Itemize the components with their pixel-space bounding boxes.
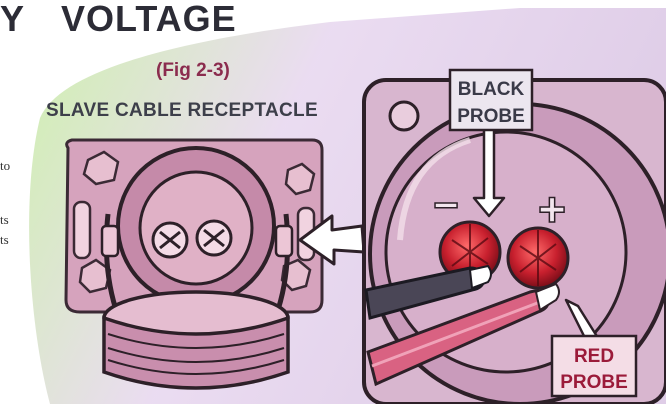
figure-reference: (Fig 2-3) [156,60,230,81]
black-probe-label-line2: PROBE [457,106,525,127]
black-probe-callout: BLACK PROBE [448,68,534,218]
red-probe-label-line1: RED [574,346,614,367]
red-probe-stripe [371,300,541,368]
pin-cross-mark [203,228,225,248]
black-probe-callout-box [448,68,534,132]
figure-subtitle: SLAVE CABLE RECEPTACLE [46,100,318,121]
mounting-bolt-icon [78,258,112,294]
red-probe-callout-box [550,334,638,398]
hinge-clip [274,224,294,258]
panel-corner-bolt-icon [388,100,420,132]
text-fragment: to [0,158,11,173]
heading-word: VOLTAGE [61,0,237,39]
slave-cable-receptacle [64,138,324,390]
black-probe-tip [468,264,492,290]
socket-face [384,130,628,374]
hinge-clip [100,224,120,258]
red-probe-label-line2: PROBE [560,372,628,393]
pin-cross-mark [159,230,181,250]
socket-highlight [397,137,471,241]
red-probe-callout: RED PROBE [550,298,638,398]
page-heading: Y VOLTAGE [0,0,237,40]
heading-letter: Y [0,0,26,39]
mounting-bolt-icon [82,150,120,186]
text-fragment: ts [0,232,9,247]
contact-facet-lines [519,230,557,286]
mounting-bolt-icon [284,162,316,196]
black-probe-label-line1: BLACK [458,79,525,100]
black-probe-callout-arrow [472,124,506,218]
text-fragment: ts [0,212,9,227]
mounting-slot [72,200,92,260]
red-probe-tip [534,282,560,312]
cap-thread-lines [107,333,285,375]
negative-sign: − [433,181,459,230]
